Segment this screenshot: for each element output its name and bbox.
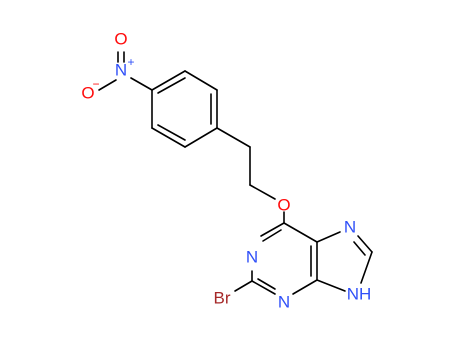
atom-nh-imidazole: NH (347, 285, 372, 304)
atom-o-nitro-bottom-charge: − (92, 77, 99, 91)
bond-c8-n9 (360, 251, 373, 284)
atom-labels: O N + O − O N N N NH Br (81, 30, 371, 312)
bond-ring-1 (151, 70, 186, 91)
bond-n7-c8-inner (353, 241, 366, 256)
atom-n-imidazole-top: N (344, 218, 356, 237)
bond-c2-n3-inner (257, 278, 276, 290)
bond-ring-1-inner (157, 77, 186, 94)
bond-c6-n1-inner (262, 229, 282, 242)
atom-n-nitro: N (115, 61, 127, 80)
bond-n7-c8 (357, 235, 373, 253)
atom-o-ether: O (277, 196, 290, 215)
bond-ring-2 (184, 70, 218, 91)
atom-n-pyrimidine-bottom: N (278, 293, 290, 312)
bond-c2-n3 (251, 280, 276, 295)
bond-c6-n1 (260, 222, 285, 237)
bond-c5-n7 (316, 231, 341, 243)
atom-o-nitro-bottom: O (81, 84, 94, 103)
bond-ring-5-inner (157, 124, 186, 141)
bond-ch2-o (249, 184, 276, 200)
bond-ring-4 (184, 127, 218, 148)
bonds (98, 51, 373, 295)
bond-n-ring (130, 77, 153, 91)
atom-o-nitro-top: O (114, 30, 127, 49)
atom-n-nitro-charge: + (127, 55, 134, 69)
bond-ring-5 (151, 127, 186, 148)
bond-no-bottom (98, 79, 117, 91)
bond-ring-ch2 (216, 127, 251, 148)
atom-br: Br (214, 289, 231, 308)
bond-n9-c4 (316, 279, 346, 292)
bond-c5-c6 (283, 222, 318, 243)
bond-c2-br (234, 280, 253, 292)
bond-n3-c4 (292, 279, 318, 295)
atom-n-pyrimidine-top: N (246, 248, 258, 267)
